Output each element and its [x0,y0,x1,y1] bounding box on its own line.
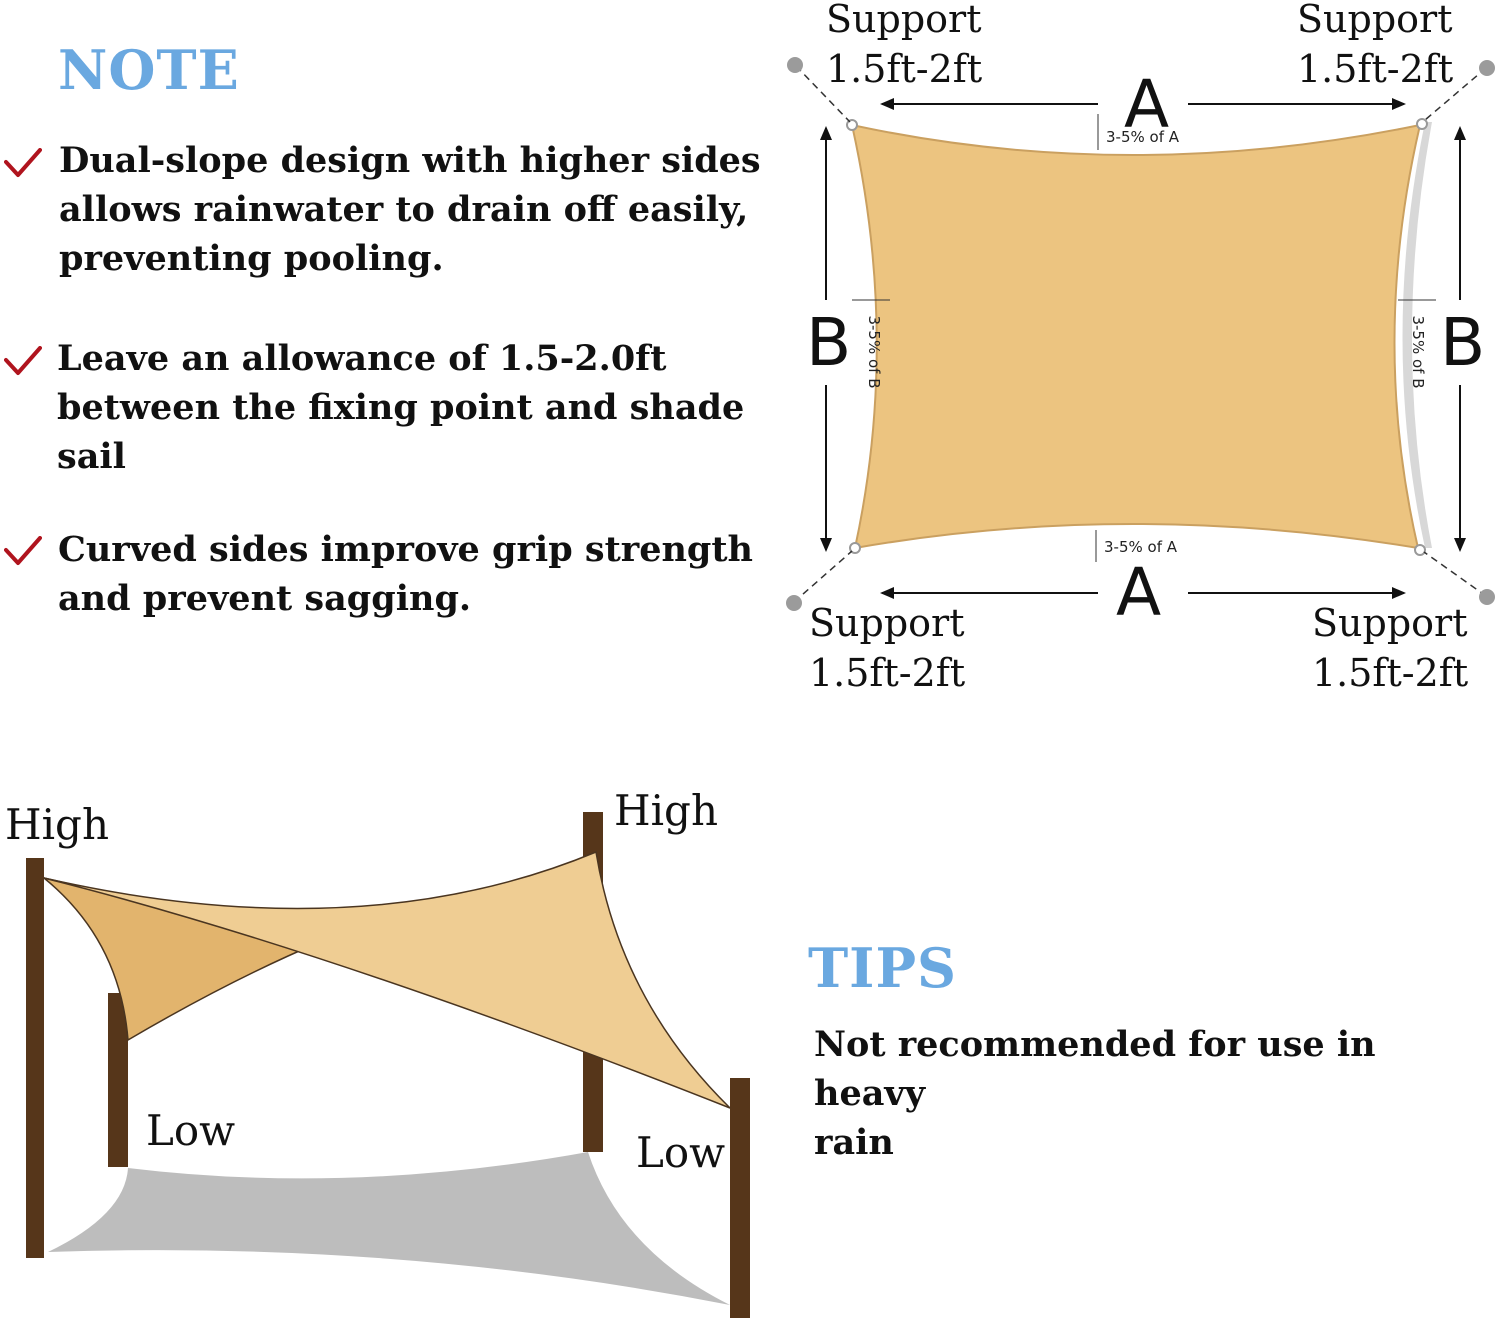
side-a-label-bottom: A [1116,554,1162,631]
curve-b-label-right: 3-5% of B [1409,315,1427,389]
support-label-top-right: Support 1.5ft-2ft [1297,0,1453,94]
tips-text: Not recommended for use in heavy rain [814,1020,1498,1167]
support-label-top-left: Support 1.5ft-2ft [826,0,982,94]
curve-b-label-left: 3-5% of B [865,315,883,389]
note-line: allows rainwater to drain off easily, [59,189,749,230]
note-line: and prevent sagging. [58,578,472,619]
support-value: 1.5ft-2ft [1297,47,1454,91]
anchor-point [1479,60,1495,76]
note-item-2-text: Leave an allowance of 1.5-2.0ft between … [57,334,777,481]
tips-line: Not recommended for use in heavy [814,1024,1376,1114]
note-line: Dual-slope design with higher sides [59,140,761,181]
support-label-bottom-left: Support 1.5ft-2ft [809,598,965,698]
side-a-label-top: A [1124,66,1170,143]
support-value: 1.5ft-2ft [1312,651,1469,695]
corner-ring [1414,544,1426,556]
note-item-3-text: Curved sides improve grip strength and p… [58,525,778,623]
support-value: 1.5ft-2ft [826,47,983,91]
check-icon [4,148,42,177]
note-item-3 [4,536,42,571]
support-line [1423,551,1487,597]
note-title: NOTE [58,38,240,102]
post-low-right [730,1078,750,1318]
curve-a-label-bottom: 3-5% of A [1104,538,1178,556]
slope-diagram [26,812,750,1318]
support-line [795,65,851,123]
post-low-left [108,993,128,1167]
note-item-1 [4,148,42,183]
sail-front-panel [43,850,731,1109]
note-line: preventing pooling. [59,238,444,279]
note-line: Curved sides improve grip strength [58,529,753,570]
low-label-left: Low [146,1106,236,1155]
support-line [1424,67,1487,121]
anchor-point [1479,589,1495,605]
curve-a-label-top: 3-5% of A [1106,128,1180,146]
support-line [793,550,853,603]
sail-shadow-ground [48,1152,730,1305]
corner-ring [1416,118,1428,130]
support-label-bottom-right: Support 1.5ft-2ft [1312,598,1468,698]
corner-ring [849,542,861,554]
side-b-label-left: B [806,304,852,381]
note-line: sail [57,436,126,477]
low-label-right: Low [636,1128,726,1177]
note-line: Leave an allowance of 1.5-2.0ft [57,338,667,379]
shade-sail [850,123,1422,550]
support-label: Support [809,601,965,645]
sail-back-panel [43,877,323,1042]
support-value: 1.5ft-2ft [809,651,966,695]
corner-ring [846,119,858,131]
support-label: Support [1312,601,1468,645]
check-icon [4,536,42,565]
note-line: between the fixing point and shade [57,387,745,428]
anchor-point [787,57,803,73]
sail-shadow [1402,122,1432,548]
note-item-1-text: Dual-slope design with higher sides allo… [59,136,779,283]
note-item-2 [4,346,42,381]
post-high-left [26,858,44,1258]
check-icon [4,346,42,375]
high-label-left: High [5,800,109,849]
tips-line: rain [814,1122,894,1163]
side-b-label-right: B [1440,304,1486,381]
anchor-point [786,595,802,611]
tips-title: TIPS [808,936,958,1000]
support-label: Support [826,0,982,41]
support-label: Support [1297,0,1453,41]
high-label-right: High [614,786,718,835]
sail-dimension-diagram [786,57,1495,611]
